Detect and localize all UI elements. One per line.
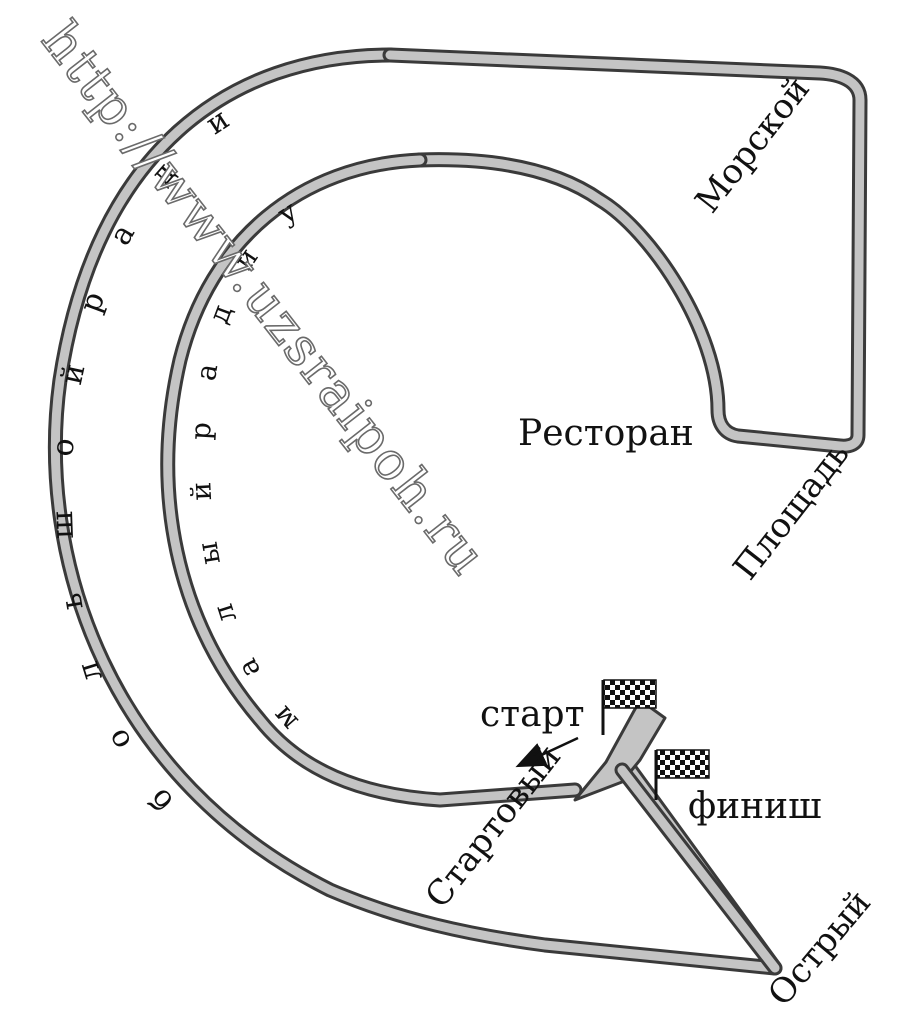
morskoy-label: Морской xyxy=(688,69,818,220)
start-label: старт xyxy=(480,694,585,735)
ploshchad-label: Площадь xyxy=(726,434,858,587)
direction-arrow-icon xyxy=(515,736,579,768)
finish-flag-icon xyxy=(654,749,710,800)
start-finish-junction xyxy=(573,698,783,976)
restoran-label: Ресторан xyxy=(518,413,694,454)
startovy-label: Стартовый xyxy=(418,737,570,915)
outer-track xyxy=(47,47,783,976)
inner-track xyxy=(160,152,583,808)
ostry-label: Острый xyxy=(760,883,879,1014)
start-flag-icon xyxy=(601,679,657,735)
finish-label: финиш xyxy=(688,786,822,827)
upper-track xyxy=(382,47,868,454)
